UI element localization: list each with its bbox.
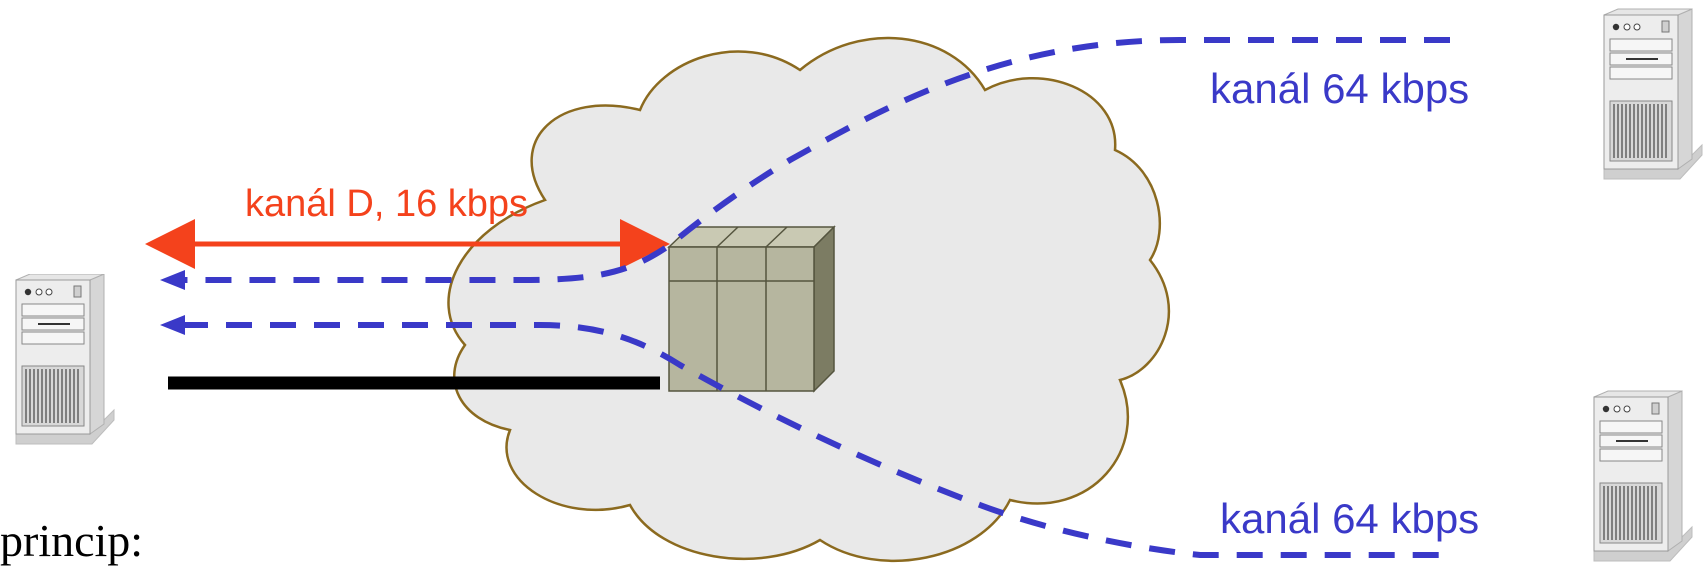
b-channel-bottom-path [182, 322, 1450, 558]
right-top-server-icon [1602, 7, 1704, 181]
b-channel-top-path [182, 37, 1450, 283]
b-channel-top-label: kanál 64 kbps [1210, 65, 1469, 112]
principle-label: princip: [0, 515, 143, 566]
exchange-switch-box-icon [667, 225, 836, 393]
b-channel-bottom-label: kanál 64 kbps [1220, 495, 1479, 542]
d-channel-label: kanál D, 16 kbps [245, 183, 528, 225]
left-server-icon [15, 274, 115, 445]
b-channel-top-arrowhead [160, 270, 185, 290]
right-bottom-server-icon [1592, 389, 1694, 563]
b-channel-bottom-arrowhead [160, 315, 185, 335]
